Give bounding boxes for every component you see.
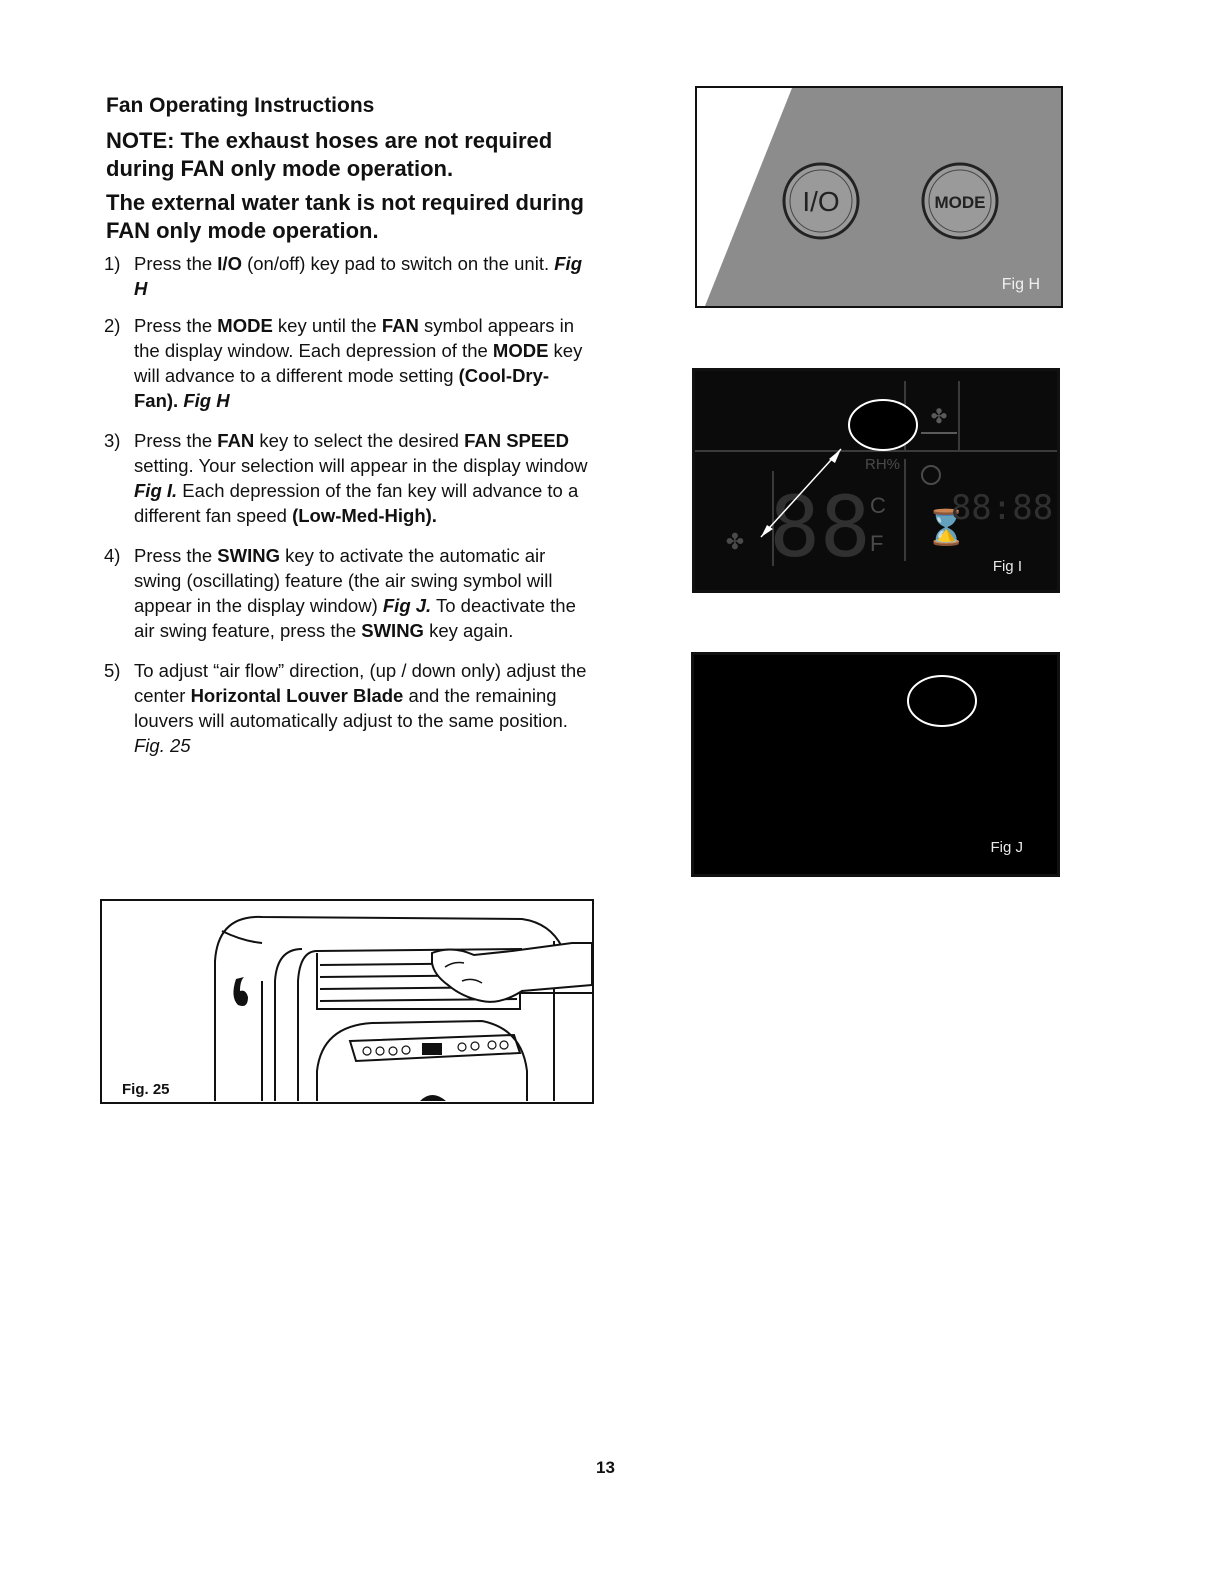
step-text: SWING [361, 620, 424, 641]
step-text: key to select the desired [254, 430, 465, 451]
page-number: 13 [596, 1458, 615, 1477]
io-key: I/O [782, 162, 860, 240]
step-item: 2) Press the MODE key until the FAN symbo… [104, 313, 590, 413]
step-text: Fig. 25 [134, 735, 191, 756]
step-text: FAN SPEED [464, 430, 569, 451]
step-text: I/O [217, 253, 242, 274]
step-text: key again. [423, 620, 514, 641]
note-water-tank: The external water tank is not required … [106, 190, 584, 243]
step-text: Each depression of the fan key will adva… [134, 480, 579, 526]
step-text: setting. Your selection will appear in t… [134, 455, 588, 476]
mode-key: MODE [921, 162, 999, 240]
step-text: Press the [134, 545, 218, 566]
control-buttons [362, 1040, 509, 1056]
step-item: 1) Press the I/O (on/off) key pad to swit… [104, 251, 590, 301]
step-number: 2) [104, 315, 121, 336]
step-text: key will advance to a different mode set… [134, 340, 583, 386]
step-text: Press the [134, 315, 218, 336]
figure-h-keypad: I/O MODE Fig H [695, 86, 1063, 308]
step-text: Press the [134, 253, 218, 274]
step-text: To deactivate the air swing feature, pre… [134, 595, 576, 641]
mode-key-label: MODE [935, 193, 986, 212]
step-item: 4) Press the SWING key to activate the au… [104, 543, 590, 643]
swing-highlight-circle [907, 675, 977, 727]
step-text: MODE [217, 315, 273, 336]
hourglass-icon: ⌛ [925, 508, 967, 548]
instruction-steps: 1) Press the I/O (on/off) key pad to swit… [104, 251, 590, 771]
step-text: FAN [381, 315, 419, 336]
fig-i-caption: Fig I [993, 558, 1022, 575]
fan-symbol-top-icon: ✤ [931, 404, 948, 428]
step-number: 5) [104, 660, 121, 681]
figure-i-display: ✤ ✤ 88 RH% C F ⌛ 88:88 Fig I [692, 368, 1060, 593]
step-text: (on/off) key pad to switch on the unit. [241, 253, 555, 274]
display-illustration: ✤ ✤ 88 RH% C F ⌛ 88:88 Fig I [695, 371, 1057, 590]
step-text: Fig H [183, 390, 230, 411]
step-text: Fig I. [134, 480, 178, 501]
swing-display-illustration: Fig J [694, 655, 1057, 874]
step-text: To adjust “air flow” direction, (up / do… [134, 660, 587, 706]
step-text: SWING [217, 545, 280, 566]
io-key-label: I/O [802, 186, 839, 217]
fig-h-caption: Fig H [1002, 276, 1040, 293]
highlight-circle [848, 399, 918, 451]
keypad-illustration: I/O MODE Fig H [705, 88, 1061, 306]
step-text: Horizontal Louver Blade [190, 685, 404, 706]
fan-speed-icon: ✤ [726, 530, 744, 555]
timer-clock-icon [921, 465, 941, 485]
rh-label: RH% [865, 456, 900, 473]
step-text: key to activate the automatic air swing … [134, 545, 553, 616]
step-item: 5) To adjust “air flow” direction, (up / … [104, 658, 590, 758]
control-display-window [422, 1043, 442, 1055]
step-number: 3) [104, 430, 121, 451]
clock-digits: 88:88 [951, 488, 1053, 528]
step-text: symbol appears in the display window. Ea… [134, 315, 575, 361]
fig-j-caption: Fig J [990, 839, 1023, 856]
celsius-label: C [870, 493, 886, 518]
step-text: key until the [272, 315, 382, 336]
fig-25-label: Fig. 25 [122, 1081, 170, 1098]
fahrenheit-label: F [870, 531, 883, 556]
step-text: FAN [217, 430, 255, 451]
note-exhaust-hoses: NOTE: The exhaust hoses are not required… [106, 128, 553, 181]
step-text: and the remaining louvers will automatic… [134, 685, 568, 731]
hand-illustration [431, 942, 592, 1003]
step-text: MODE [492, 340, 549, 361]
step-text: Fig H [134, 253, 582, 299]
step-text: (Cool-Dry-Fan). [134, 365, 550, 411]
figure-25-louver: Fig. 25 [100, 899, 594, 1104]
step-text: Press the [134, 430, 218, 451]
step-item: 3) Press the FAN key to select the desire… [104, 428, 590, 528]
unit-outline [214, 915, 563, 1101]
step-number: 4) [104, 545, 121, 566]
step-text: Fig J. [382, 595, 432, 616]
step-text: (Low-Med-High). [292, 505, 437, 526]
temperature-digits: 88 [769, 478, 870, 576]
figure-j-display: Fig J [691, 652, 1060, 877]
louver-illustration [214, 915, 592, 1101]
step-number: 1) [104, 253, 121, 274]
heading-title: Fan Operating Instructions [106, 94, 375, 117]
